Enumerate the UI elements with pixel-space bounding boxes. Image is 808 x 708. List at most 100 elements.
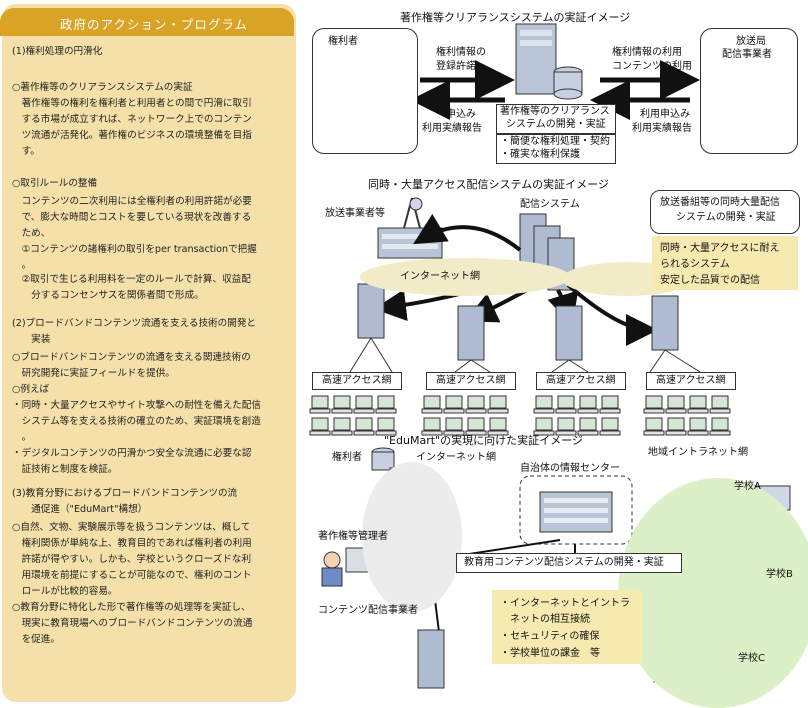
s1-broadcaster-label-2: 配信事業者 xyxy=(722,49,772,60)
s2-distribution-servers xyxy=(519,213,575,291)
left-line-14: (2)ブロードバンドコンテンツ流通を支える技術の開発と xyxy=(12,318,257,329)
pc-keyboard xyxy=(709,408,731,414)
s1-use-label-4: 利用実績報告 xyxy=(632,123,692,134)
left-line-22: ・デジタルコンテンツの円滑かつ安全な流通に必要な認 xyxy=(12,448,252,459)
pc-keyboard xyxy=(487,408,509,414)
s1-app-label-1: 申込み xyxy=(446,109,476,120)
left-line-0: (1)権利処理の円滑化 xyxy=(12,46,103,57)
s2-leaf-servers xyxy=(357,283,679,361)
s2-access-net-box-3 xyxy=(536,372,626,390)
pc-monitor xyxy=(355,395,373,409)
left-title-text: 政府のアクション・プログラム xyxy=(60,17,249,32)
pc-keyboard xyxy=(665,408,687,414)
pc-keyboard xyxy=(421,430,443,436)
pc-monitor xyxy=(377,417,395,431)
s1-rightholder-box xyxy=(312,28,418,154)
s2-system-label-1: 放送番組等の同時大量配信 xyxy=(660,197,780,208)
left-line-21: 。 xyxy=(12,432,32,443)
left-line-26: ○自然、文物、実験展示等を扱うコンテンツは、概して xyxy=(12,522,251,533)
left-line-25: 通促進（"EduMart"構想） xyxy=(12,504,148,515)
left-line-10: ①コンテンツの諸権利の取引をper transactionで把握 xyxy=(12,244,257,255)
pc-keyboard xyxy=(465,408,487,414)
left-line-29: 用環境を前提にすることが可能なので、権利のコント xyxy=(12,570,252,581)
pc-monitor xyxy=(467,417,485,431)
s2-feature-3: 安定した品質での配信 xyxy=(660,275,760,286)
s1-server-icon xyxy=(515,23,583,100)
s1-bullet-2: ・確実な権利保護 xyxy=(500,149,580,160)
pc-monitor xyxy=(377,395,395,409)
s2-client-pcs xyxy=(309,395,731,436)
pc-keyboard xyxy=(465,430,487,436)
left-line-6: ○取引ルールの整備 xyxy=(12,178,98,189)
left-line-7: コンテンツの二次利用には全権利者の利用許諾が必要 xyxy=(12,196,252,207)
s3-info-center-building xyxy=(539,491,613,533)
pc-keyboard xyxy=(443,430,465,436)
pc-keyboard xyxy=(375,408,397,414)
pc-keyboard xyxy=(577,408,599,414)
s3-provider-label: コンテンツ配信事業者 xyxy=(318,605,418,616)
pc-monitor xyxy=(311,417,329,431)
left-line-16: ○ブロードバンドコンテンツの流通を支える関連技術の xyxy=(12,352,251,363)
left-line-31: ○教育分野に特化した形で著作権等の処理等を実証し、 xyxy=(12,602,251,613)
pc-keyboard xyxy=(375,430,397,436)
left-line-15: 実装 xyxy=(12,334,51,345)
s1-use-label-1: 権利情報の利用 xyxy=(612,47,682,58)
s2-distribution-label: 配信システム xyxy=(520,199,580,210)
s2-access-net-box-1 xyxy=(312,372,402,390)
pc-keyboard xyxy=(443,408,465,414)
left-line-5: す。 xyxy=(12,146,40,157)
left-line-13: 分するコンセンサスを関係者間で形成。 xyxy=(12,290,204,301)
pc-monitor xyxy=(445,417,463,431)
pc-keyboard xyxy=(533,408,555,414)
s1-use-label-3: 利用申込み xyxy=(640,109,690,120)
pc-monitor xyxy=(711,395,729,409)
s2-access-net-1: 高速アクセス網 xyxy=(322,375,392,386)
pc-monitor xyxy=(601,395,619,409)
s2-feature-1: 同時・大量アクセスに耐え xyxy=(660,243,780,254)
pc-keyboard xyxy=(487,430,509,436)
pc-keyboard xyxy=(687,408,709,414)
s3-manager-label: 著作権等管理者 xyxy=(318,531,388,542)
left-line-32: 現実に教育現場へのブロードバンドコンテンツの流通 xyxy=(12,618,253,629)
s1-broadcaster-box xyxy=(700,28,798,154)
s2-internet-label: インターネット網 xyxy=(400,271,480,282)
pc-monitor xyxy=(333,395,351,409)
left-line-2: 著作権等の権利を権利者と利用者との間で円滑に取引 xyxy=(12,98,252,109)
pc-monitor xyxy=(579,395,597,409)
left-line-17: 研究開発に実証フィールドを提供。 xyxy=(12,368,175,379)
s3-intranet-label: 地域イントラネット網 xyxy=(648,447,748,458)
s1-app-label-2: 利用実績報告 xyxy=(422,123,482,134)
s2-title: 同時・大量アクセス配信システムの実証イメージ xyxy=(368,178,609,191)
pc-keyboard xyxy=(353,408,375,414)
left-line-20: システム等を支える技術の確立のため、実証環境を創造 xyxy=(12,416,261,427)
pc-monitor xyxy=(489,417,507,431)
s3-feature-1: ・インターネットとイントラ xyxy=(500,598,630,609)
s3-title: "EduMart"の実現に向けた実証イメージ xyxy=(384,434,583,447)
s2-access-net-4: 高速アクセス網 xyxy=(656,375,726,386)
s3-feature-3: ・セキュリティの確保 xyxy=(500,631,600,642)
pc-keyboard xyxy=(599,430,621,436)
pc-monitor xyxy=(333,417,351,431)
s3-internet-label: インターネット網 xyxy=(416,452,496,463)
pc-monitor xyxy=(689,417,707,431)
pc-keyboard xyxy=(643,430,665,436)
pc-keyboard xyxy=(309,430,331,436)
s3-feature-4: ・学校単位の課金 等 xyxy=(500,648,600,659)
pc-monitor xyxy=(579,417,597,431)
pc-monitor xyxy=(355,417,373,431)
pc-monitor xyxy=(667,395,685,409)
s1-reg-label-2: 登録許諾 xyxy=(436,61,476,72)
s2-feature-2: られるシステム xyxy=(660,259,730,270)
s2-access-net-2: 高速アクセス網 xyxy=(436,375,506,386)
s3-provider-server xyxy=(417,629,445,689)
pc-monitor xyxy=(645,417,663,431)
s1-bullet-1: ・簡便な権利処理・契約 xyxy=(500,136,610,147)
s1-use-label-2: コンテンツの利用 xyxy=(612,61,692,72)
s3-internet-cloud xyxy=(362,462,462,612)
left-line-18: ○例えば xyxy=(12,384,50,395)
pc-keyboard xyxy=(309,408,331,414)
pc-keyboard xyxy=(421,408,443,414)
pc-keyboard xyxy=(709,430,731,436)
left-line-8: で、膨大な時間とコストを要している現状を改善する xyxy=(12,212,252,223)
left-line-1: ○著作権等のクリアランスシステムの実証 xyxy=(12,82,193,93)
